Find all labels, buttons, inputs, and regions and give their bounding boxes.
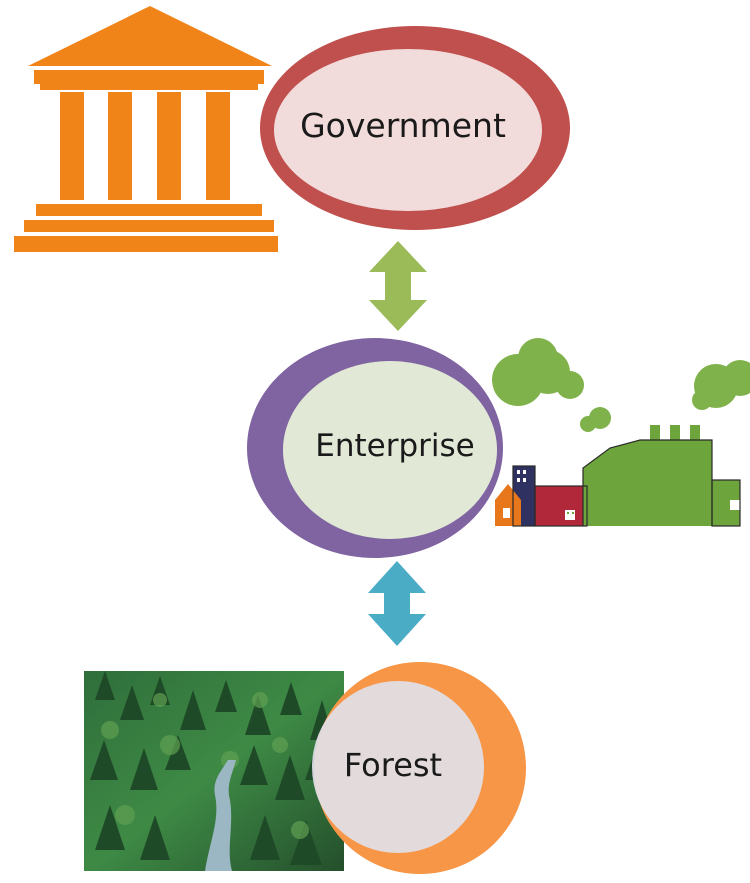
enterprise-label: Enterprise bbox=[315, 428, 475, 464]
forest-node bbox=[312, 662, 526, 874]
government-building-icon bbox=[14, 6, 278, 252]
enterprise-node bbox=[247, 338, 503, 558]
forest-photo bbox=[84, 671, 344, 871]
government-label: Government bbox=[300, 106, 506, 145]
government-circle bbox=[274, 49, 542, 211]
enterprise-circle bbox=[283, 361, 497, 539]
forest-circle bbox=[312, 681, 484, 853]
government-node bbox=[260, 26, 570, 230]
factory-icon bbox=[492, 338, 750, 527]
double-arrow-government-enterprise bbox=[369, 241, 427, 331]
forest-label: Forest bbox=[343, 746, 443, 784]
double-arrow-enterprise-forest bbox=[368, 561, 426, 646]
